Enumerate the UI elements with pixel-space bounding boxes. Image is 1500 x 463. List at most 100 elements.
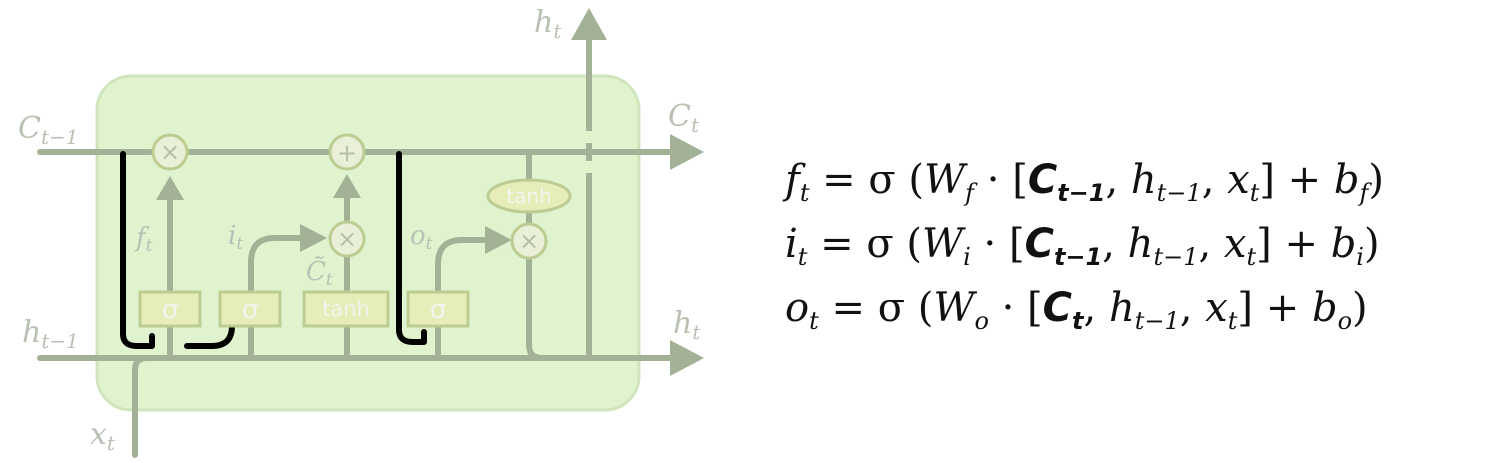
peephole-equations: ft = σ (Wf · [Ct−1, ht−1, xt] + bf) it =… [785, 148, 1497, 340]
eq-lhs-sub: t [797, 243, 808, 271]
eq-close: ) [1368, 157, 1385, 203]
mult-input-circle [328, 220, 366, 258]
eq-x: x [1223, 221, 1247, 267]
eq-dot: · [ [974, 157, 1028, 203]
eq-h-sub: t−1 [1153, 243, 1199, 271]
eq-dot: · [ [970, 221, 1025, 267]
eq-plus: ] + [1259, 157, 1334, 203]
eq-peephole-term: C [1024, 221, 1054, 267]
eq-peephole-term: C [1042, 285, 1073, 331]
peephole-forget [120, 151, 155, 349]
peephole-input [184, 323, 235, 349]
x-input-line [132, 355, 150, 458]
eq-bias: b [1311, 285, 1338, 331]
eq-comma: , [1198, 221, 1224, 267]
eq-weight: W [933, 285, 975, 331]
eq-x-sub: t [1249, 179, 1260, 207]
mult-forget-symbol: × [160, 138, 180, 166]
add-cell-symbol: + [337, 139, 357, 167]
eq-peephole-sub: t−1 [1057, 179, 1106, 207]
tanh-cell-label: tanh [506, 184, 551, 208]
output-arrowhead [485, 226, 512, 254]
sigma-input-box [218, 290, 282, 328]
mult-forget-circle [151, 133, 189, 171]
input-gate-line [248, 235, 313, 361]
eq-plus: ] + [1237, 285, 1312, 331]
sigma-output-label: σ [430, 295, 446, 325]
h-prev-label: ht−1 [22, 315, 79, 353]
eq-x: x [1227, 157, 1250, 203]
add-arrowhead [333, 174, 361, 198]
eq-comma: , [1179, 285, 1206, 331]
add-cell-circle [328, 133, 366, 171]
mult-output-circle [510, 222, 548, 260]
eq-peephole-sub: t [1072, 307, 1084, 335]
tanh-cell-ellipse [486, 178, 572, 214]
eq-lhs: o [785, 285, 810, 331]
eq-comma: , [1102, 221, 1128, 267]
eq-plus: ] + [1256, 221, 1331, 267]
eq-close: ) [1363, 221, 1380, 267]
eq-lhs: f [785, 157, 800, 203]
mult-output-symbol: × [519, 227, 539, 255]
eq-comma: , [1105, 157, 1131, 203]
c-tilde-label: C̃t [306, 256, 333, 290]
eq-sigma: = σ ( [807, 221, 923, 267]
eq-weight: W [924, 157, 966, 203]
eq-comma: , [1201, 157, 1228, 203]
i-gate-label: it [228, 221, 243, 254]
eq-x-sub: t [1227, 307, 1238, 335]
output-gate-line [435, 237, 498, 361]
tanh-candidate-box [302, 290, 390, 328]
ht-top-arrowhead [571, 8, 607, 40]
output-h-line [526, 253, 592, 361]
eq-h: h [1108, 285, 1135, 331]
mult-input-symbol: × [337, 225, 357, 253]
eq-h-sub: t−1 [1156, 179, 1202, 207]
eq-comma: , [1083, 285, 1109, 331]
eq-h: h [1130, 157, 1157, 203]
cell-state-arrowhead [670, 134, 704, 170]
eq-bias: b [1330, 221, 1357, 267]
eq-x-sub: t [1246, 243, 1257, 271]
eq-sigma: = σ ( [809, 157, 925, 203]
sigma-output-box [406, 290, 470, 328]
eq-dot: · [ [988, 285, 1043, 331]
eq-weight-sub: o [974, 307, 989, 335]
c-prev-label: Ct−1 [18, 111, 79, 149]
eq-weight-sub: f [965, 179, 975, 207]
lstm-peephole-diagram: σ σ tanh σ tanh × + × × Ct−1 Ct ht−1 ht … [18, 5, 704, 458]
eq-bias-sub: o [1337, 307, 1353, 335]
forget-arrowhead [156, 176, 184, 200]
tanh-candidate-label: tanh [322, 297, 370, 321]
eq-lhs: i [785, 221, 798, 267]
eq-bias-sub: i [1356, 243, 1364, 271]
h-next-right-label: ht [673, 306, 701, 344]
crossing-gap [578, 131, 600, 143]
eq-bias: b [1333, 157, 1360, 203]
crossing-gap-lower [578, 161, 600, 173]
eq-weight-sub: i [963, 243, 971, 271]
eq-lhs-sub: t [809, 307, 819, 335]
h-next-top-label: ht [534, 5, 562, 43]
c-next-label: Ct [668, 99, 700, 137]
peephole-output [396, 151, 427, 345]
output-gate-equation: ot = σ (Wo · [Ct, ht−1, xt] + bo) [785, 276, 1497, 340]
eq-peephole-term: C [1027, 157, 1058, 203]
eq-lhs-sub: t [799, 179, 810, 207]
sigma-forget-box [138, 290, 202, 328]
eq-close: ) [1352, 285, 1368, 331]
eq-h-sub: t−1 [1134, 307, 1180, 335]
sigma-forget-label: σ [162, 295, 178, 325]
eq-bias-sub: f [1359, 179, 1369, 207]
eq-peephole-sub: t−1 [1053, 243, 1103, 271]
o-gate-label: ot [410, 221, 433, 254]
input-gate-equation: it = σ (Wi · [Ct−1, ht−1, xt] + bi) [785, 212, 1497, 276]
eq-weight: W [922, 221, 964, 267]
eq-sigma: = σ ( [818, 285, 934, 331]
input-arrowhead [300, 224, 327, 252]
forget-gate-equation: ft = σ (Wf · [Ct−1, ht−1, xt] + bf) [785, 148, 1497, 212]
eq-h: h [1127, 221, 1154, 267]
hidden-out-arrowhead [670, 340, 704, 376]
sigma-input-label: σ [242, 295, 258, 325]
